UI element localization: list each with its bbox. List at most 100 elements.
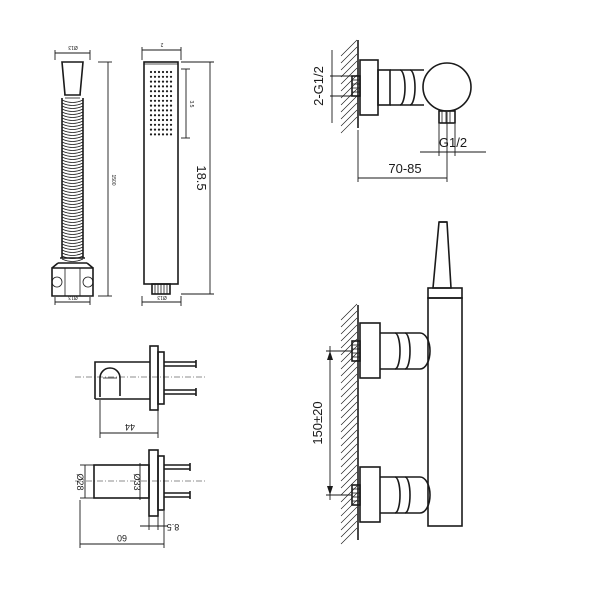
spray-nozzle (169, 80, 173, 83)
hatch-line (340, 373, 358, 391)
spray-nozzle (165, 123, 169, 126)
spray-nozzle (169, 123, 173, 126)
spray-nozzle (161, 109, 165, 112)
hose-coil (61, 213, 84, 217)
spray-nozzle (153, 75, 157, 78)
hatch-line (340, 387, 358, 405)
hose-coil (61, 132, 84, 136)
spray-nozzle (169, 75, 173, 78)
spray-nozzle (161, 114, 165, 117)
hatch-line (340, 345, 358, 363)
spray-nozzle (161, 104, 165, 107)
hatch-line (340, 352, 358, 370)
hose-coil (61, 249, 84, 253)
hand-shower-view: 2 3.5 18.5 Ø13 (141, 41, 214, 306)
spray-nozzle (161, 70, 165, 74)
hatch-line (340, 88, 358, 106)
hose-coil (61, 186, 84, 190)
hose-coil (61, 144, 84, 148)
shower-top-label: 2 (160, 41, 163, 47)
spray-nozzle (161, 99, 165, 102)
hatch-line (340, 415, 358, 433)
hatch-line (340, 380, 358, 398)
holder-inner-dia-label: Ø33 (132, 473, 142, 490)
spray-nozzle (169, 99, 173, 102)
hose-coil (61, 174, 84, 178)
hatch-line (340, 527, 358, 545)
hatch-line (340, 102, 358, 120)
holder-plate-label: 8.5 (167, 522, 180, 532)
spray-nozzle (149, 114, 153, 117)
spray-nozzle (165, 70, 169, 74)
hose-coil (61, 246, 84, 250)
spray-nozzle (157, 118, 161, 122)
spray-nozzle (149, 85, 153, 88)
spray-nozzle (157, 90, 161, 93)
spray-nozzle (165, 94, 169, 98)
wall-hatch-front (340, 303, 358, 545)
hatch-line (340, 450, 358, 468)
holder-depth-label: 44 (125, 422, 135, 432)
spray-nozzle (169, 94, 173, 98)
spray-nozzle (161, 118, 165, 122)
hatch-line (340, 429, 358, 447)
hose-coil (61, 234, 84, 238)
hose-coil (61, 99, 84, 103)
hose-coil (61, 120, 84, 124)
hose-bottom-width-label: Ø13 (68, 294, 78, 300)
hose-coil (61, 153, 84, 157)
spray-nozzle (157, 80, 161, 83)
hose-coil (61, 102, 84, 106)
spray-nozzle (165, 85, 169, 88)
inlet-thread-label: 2-G1/2 (311, 66, 326, 106)
hatch-line (340, 74, 358, 92)
spray-nozzle (153, 70, 157, 74)
hose-coil (61, 183, 84, 187)
hose-coil (61, 165, 84, 169)
spray-nozzle (153, 94, 157, 98)
hatch-line (340, 422, 358, 440)
hose-coil (61, 105, 84, 109)
hatch-line (340, 499, 358, 517)
hatch-line (340, 303, 358, 321)
spray-nozzle (169, 128, 173, 131)
spray-nozzle (153, 133, 157, 136)
spray-nozzle (153, 109, 157, 112)
hose-coil (61, 237, 84, 241)
spray-nozzle (161, 123, 165, 126)
spray-nozzle (153, 85, 157, 88)
hose-coil (61, 135, 84, 139)
spray-nozzle (157, 94, 161, 98)
hose-coil (61, 225, 84, 229)
hose-coil (61, 177, 84, 181)
spray-nozzle (157, 128, 161, 131)
hatch-line (340, 394, 358, 412)
mixer-front-view: 150±20 (310, 221, 463, 545)
hose-coil (61, 156, 84, 160)
spray-nozzle (149, 133, 153, 136)
projection-label: 70-85 (388, 161, 421, 176)
spray-nozzle (149, 109, 153, 112)
hatch-line (340, 401, 358, 419)
spray-nozzle (149, 118, 153, 122)
hatch-line (340, 81, 358, 99)
holder-outer-dia-label: Ø28 (75, 473, 85, 490)
hose-coil (61, 210, 84, 214)
spray-nozzle (165, 99, 169, 102)
spray-nozzle (161, 80, 165, 83)
spray-nozzle (165, 118, 169, 122)
holder-length-label: 60 (117, 533, 127, 543)
hatch-line (340, 331, 358, 349)
hatch-line (340, 443, 358, 461)
hose-coil (61, 123, 84, 127)
spray-nozzle (161, 128, 165, 131)
hatch-line (340, 116, 358, 134)
spray-nozzle (165, 133, 169, 136)
spray-nozzle (153, 104, 157, 107)
spray-nozzle (149, 128, 153, 131)
spray-nozzle (157, 123, 161, 126)
hose-coil (61, 222, 84, 226)
spray-nozzle (161, 90, 165, 93)
spray-nozzle (161, 133, 165, 136)
spray-nozzle (153, 114, 157, 117)
